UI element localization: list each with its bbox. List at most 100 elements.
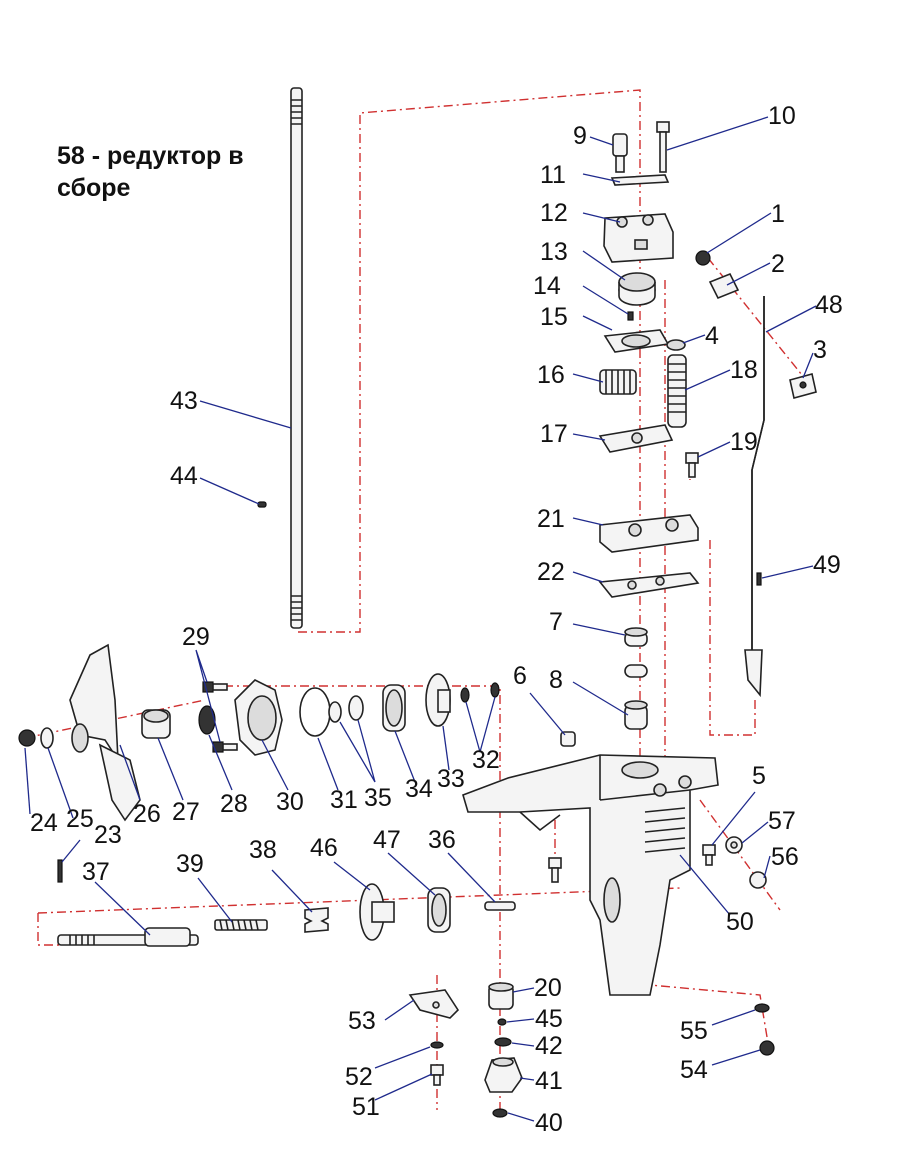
- callout-18: 18: [730, 356, 758, 384]
- bushings-35: [328, 695, 364, 723]
- callout-56: 56: [771, 843, 799, 871]
- callout-11: 11: [540, 161, 566, 189]
- plate-53: [408, 989, 460, 1019]
- callout-40: 40: [535, 1109, 563, 1137]
- impeller-16: [599, 369, 637, 395]
- callout-46: 46: [310, 834, 338, 862]
- callout-35: 35: [364, 784, 392, 812]
- part-13: [618, 272, 656, 306]
- callout-9: 9: [573, 122, 587, 150]
- clip-40: [492, 1108, 508, 1118]
- callout-54: 54: [680, 1056, 708, 1084]
- shift-rod-48: [744, 296, 765, 698]
- seal-4: [666, 339, 686, 351]
- bushing-7: [624, 627, 648, 647]
- callout-24: 24: [30, 809, 58, 837]
- callout-13: 13: [540, 238, 568, 266]
- spacer-27: [141, 709, 171, 739]
- callout-20: 20: [534, 974, 562, 1002]
- callout-21: 21: [537, 505, 565, 533]
- callout-34: 34: [405, 775, 433, 803]
- bolts-29: [202, 681, 238, 753]
- clip-2: [708, 272, 740, 300]
- carrier-30: [234, 679, 283, 756]
- callout-3: 3: [813, 336, 827, 364]
- callout-32: 32: [472, 746, 500, 774]
- housing-12: [603, 213, 674, 263]
- callout-37: 37: [82, 858, 110, 886]
- callout-numbers: 1 2 3 4 5 6 7 8 9 10 11 12 13 14 15 16 1…: [30, 102, 843, 1137]
- oring-31: [299, 687, 331, 737]
- callout-55: 55: [680, 1017, 708, 1045]
- callout-8: 8: [549, 666, 563, 694]
- pinion-41: [484, 1057, 523, 1093]
- nut-1: [695, 250, 711, 266]
- callout-53: 53: [348, 1007, 376, 1035]
- pin-14: [627, 311, 634, 321]
- callout-36: 36: [428, 826, 456, 854]
- callout-4: 4: [705, 322, 719, 350]
- washer-25: [40, 727, 54, 749]
- propeller-26: [69, 643, 141, 822]
- gasket-15: [603, 329, 670, 353]
- callout-38: 38: [249, 836, 277, 864]
- nut-24: [18, 729, 36, 747]
- bolt-10: [656, 121, 670, 173]
- bolt-19: [685, 452, 699, 478]
- part-56: [749, 871, 767, 889]
- plug-54: [759, 1040, 775, 1056]
- clutch-38: [304, 907, 329, 933]
- callout-19: 19: [730, 428, 758, 456]
- ring-32b: [490, 682, 500, 698]
- bushing-8: [624, 664, 648, 730]
- callout-48: 48: [815, 291, 843, 319]
- pin-36: [484, 901, 516, 911]
- callout-7: 7: [549, 608, 563, 636]
- housing-21: [599, 514, 699, 553]
- key-44: [257, 501, 267, 508]
- gasket-22: [598, 572, 700, 598]
- callout-33: 33: [437, 765, 465, 793]
- bolt-5: [702, 844, 716, 866]
- callout-31: 31: [330, 786, 358, 814]
- callout-14: 14: [533, 272, 561, 300]
- callout-30: 30: [276, 788, 304, 816]
- parts: [18, 87, 817, 1118]
- callout-28: 28: [220, 790, 248, 818]
- callout-25: 25: [66, 805, 94, 833]
- callout-52: 52: [345, 1063, 373, 1091]
- assembly-lines: [24, 89, 811, 1115]
- callout-50: 50: [726, 908, 754, 936]
- part-45: [497, 1018, 507, 1026]
- callout-47: 47: [373, 826, 401, 854]
- callout-41: 41: [535, 1067, 563, 1095]
- callout-17: 17: [540, 420, 568, 448]
- callout-12: 12: [540, 199, 568, 227]
- bearing-34: [382, 684, 406, 732]
- callout-44: 44: [170, 462, 198, 490]
- callout-27: 27: [172, 798, 200, 826]
- spring-39: [214, 919, 268, 931]
- callout-42: 42: [535, 1032, 563, 1060]
- tube-18: [667, 354, 687, 428]
- washer-42: [494, 1037, 512, 1047]
- leader-lines: [24, 116, 817, 1122]
- prop-shaft-37: [57, 927, 199, 947]
- drive-shaft-43: [290, 87, 303, 629]
- gearcase-50: [462, 754, 719, 996]
- callout-26: 26: [133, 800, 161, 828]
- part-9: [612, 133, 628, 173]
- plate-17: [598, 424, 674, 453]
- callout-57: 57: [768, 807, 796, 835]
- washer-52: [430, 1041, 444, 1049]
- bearing-47: [427, 887, 451, 933]
- callout-43: 43: [170, 387, 198, 415]
- callout-39: 39: [176, 850, 204, 878]
- plate-3: [789, 373, 817, 399]
- callout-6: 6: [513, 662, 527, 690]
- pin-49: [756, 572, 762, 586]
- ring-32a: [460, 687, 470, 703]
- bolt-51: [430, 1064, 444, 1086]
- gear-46: [359, 883, 395, 941]
